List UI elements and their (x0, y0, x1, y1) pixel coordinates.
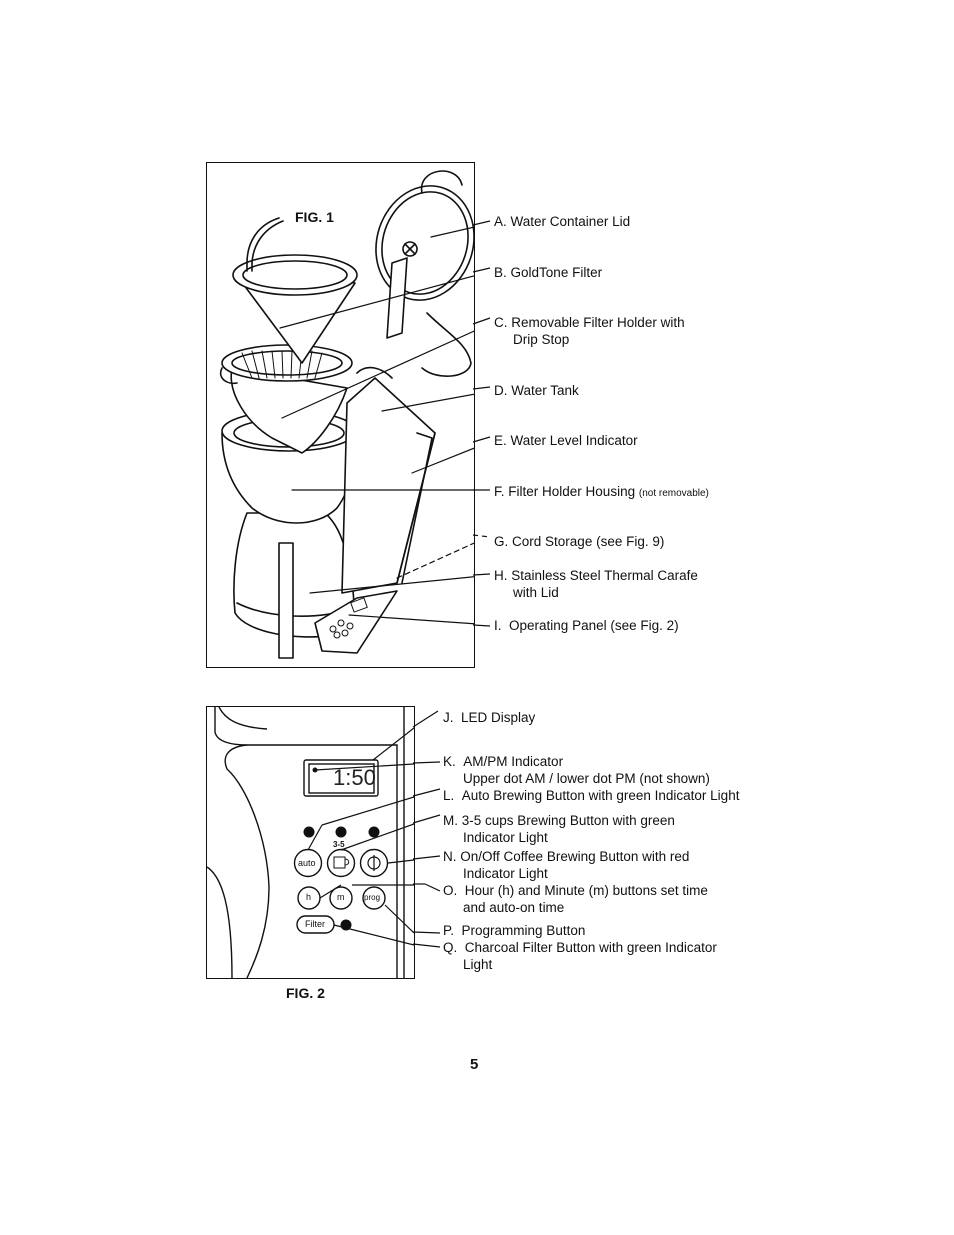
fig1-label-f: F. Filter Holder Housing (not removable) (494, 484, 709, 499)
prog-button-label: prog (364, 893, 381, 902)
fig2-label-o: O. Hour (h) and Minute (m) buttons set t… (443, 883, 708, 915)
fig2-label-p: P. Programming Button (443, 923, 586, 938)
hour-button-label: h (306, 892, 312, 902)
cups-button-label: 3-5 (333, 840, 345, 849)
fig1-label-g: G. Cord Storage (see Fig. 9) (494, 534, 665, 549)
fig2-label-m: M. 3-5 cups Brewing Button with green In… (443, 813, 675, 845)
auto-button-label: auto (298, 858, 316, 868)
figure-1-frame: FIG. 1 (206, 162, 475, 668)
figure-2-frame: 1:50 auto 3-5 h m prog Filter (206, 706, 415, 979)
fig2-label-l: L. Auto Brewing Button with green Indica… (443, 788, 740, 803)
fig1-label-i: I. Operating Panel (see Fig. 2) (494, 618, 679, 633)
fig2-label-k: K. AM/PM Indicator Upper dot AM / lower … (443, 754, 710, 786)
fig2-label-q: Q. Charcoal Filter Button with green Ind… (443, 940, 717, 972)
fig1-label-b: B. GoldTone Filter (494, 265, 603, 280)
filter-button-label: Filter (305, 919, 325, 929)
figure-1-title: FIG. 1 (295, 209, 334, 225)
fig2-label-n: N. On/Off Coffee Brewing Button with red… (443, 849, 690, 881)
operating-panel-illustration (207, 707, 414, 978)
page-number: 5 (470, 1056, 479, 1073)
fig1-label-a: A. Water Container Lid (494, 214, 631, 229)
fig2-label-j: J. LED Display (443, 710, 536, 725)
cups-indicator-light (335, 826, 347, 838)
led-display: 1:50 (333, 765, 376, 790)
fig1-label-e: E. Water Level Indicator (494, 433, 638, 448)
figure-2-title: FIG. 2 (286, 985, 325, 1001)
fig1-label-h: H. Stainless Steel Thermal Carafe with L… (494, 568, 698, 600)
fig1-label-c: C. Removable Filter Holder with Drip Sto… (494, 315, 685, 347)
minute-button-label: m (337, 892, 345, 902)
onoff-indicator-light (368, 826, 380, 838)
fig1-label-d: D. Water Tank (494, 383, 579, 398)
auto-indicator-light (303, 826, 315, 838)
coffee-maker-illustration (219, 170, 474, 659)
